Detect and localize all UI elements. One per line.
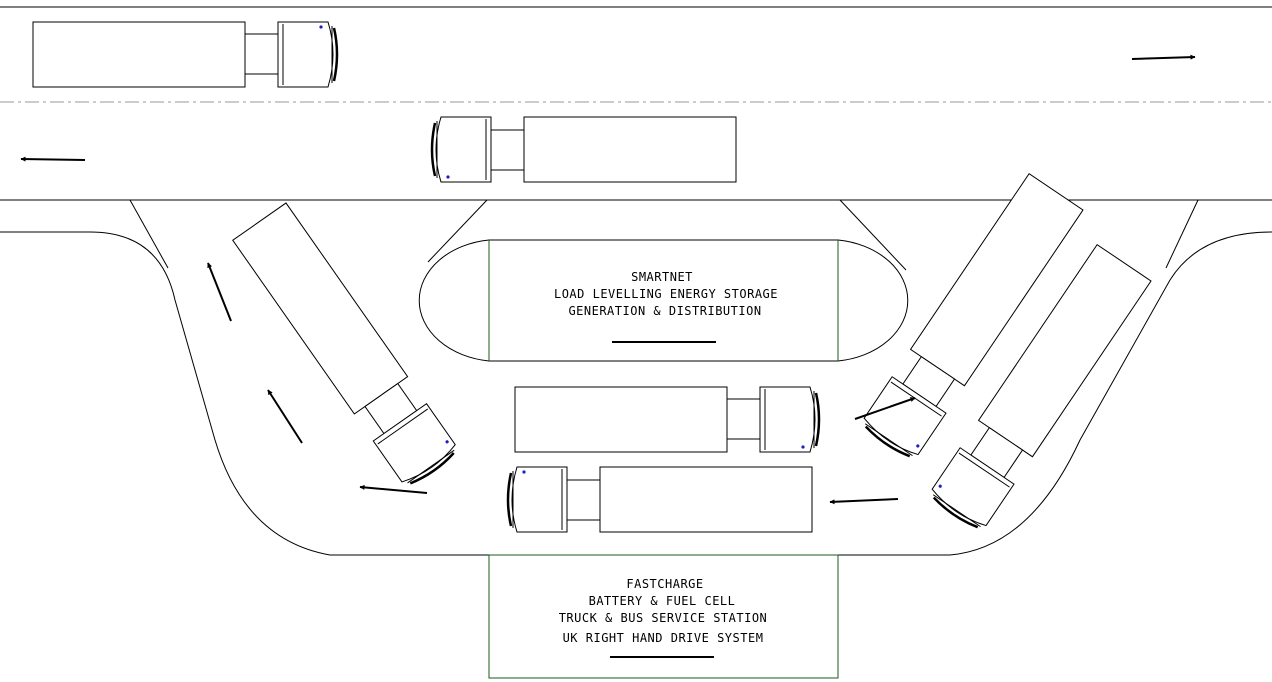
service-loop xyxy=(0,199,1272,556)
smartnet-fine-print xyxy=(612,341,716,343)
truck-left-diagonal xyxy=(232,202,456,485)
entry-left-diagonal xyxy=(129,199,169,269)
direction-arrows xyxy=(20,54,1196,505)
smartnet-subtitle-2: GENERATION & DISTRIBUTION xyxy=(568,304,761,318)
island-left-diagonal xyxy=(427,199,488,263)
truck-upper-westbound xyxy=(430,116,737,183)
truck-lower-west xyxy=(506,466,813,533)
loop-outer-right xyxy=(838,231,1272,556)
truck-top-eastbound xyxy=(32,21,339,88)
fastcharge-outline xyxy=(488,554,839,679)
fastcharge-line-4: UK RIGHT HAND DRIVE SYSTEM xyxy=(563,631,764,645)
arrow-exit-lower xyxy=(267,389,303,444)
arrow-exit-upper xyxy=(207,262,232,322)
truck-right-upper-diagonal xyxy=(863,172,1084,458)
island-right-diagonal xyxy=(839,199,907,271)
entry-right-diagonal xyxy=(1165,199,1199,269)
fastcharge-line-2: BATTERY & FUEL CELL xyxy=(589,594,736,608)
fastcharge-fine-print xyxy=(610,656,714,658)
fastcharge-building: FASTCHARGE BATTERY & FUEL CELL TRUCK & B… xyxy=(488,554,839,679)
fastcharge-title: FASTCHARGE xyxy=(626,577,703,591)
smartnet-subtitle-1: LOAD LEVELLING ENERGY STORAGE xyxy=(554,287,778,301)
loop-outer-left xyxy=(0,231,490,556)
arrow-island-entry xyxy=(854,397,916,420)
smartnet-building: SMARTNET LOAD LEVELLING ENERGY STORAGE G… xyxy=(418,239,909,362)
truck-island-east xyxy=(514,386,821,453)
arrow-loop-entry-west xyxy=(829,498,899,505)
arrow-west-road xyxy=(20,156,86,162)
fastcharge-line-3: TRUCK & BUS SERVICE STATION xyxy=(559,611,768,625)
truck-right-lower-diagonal xyxy=(931,243,1152,529)
arrow-east-top xyxy=(1131,54,1196,60)
arrow-loop-west xyxy=(359,484,428,494)
smartnet-title: SMARTNET xyxy=(631,270,693,284)
